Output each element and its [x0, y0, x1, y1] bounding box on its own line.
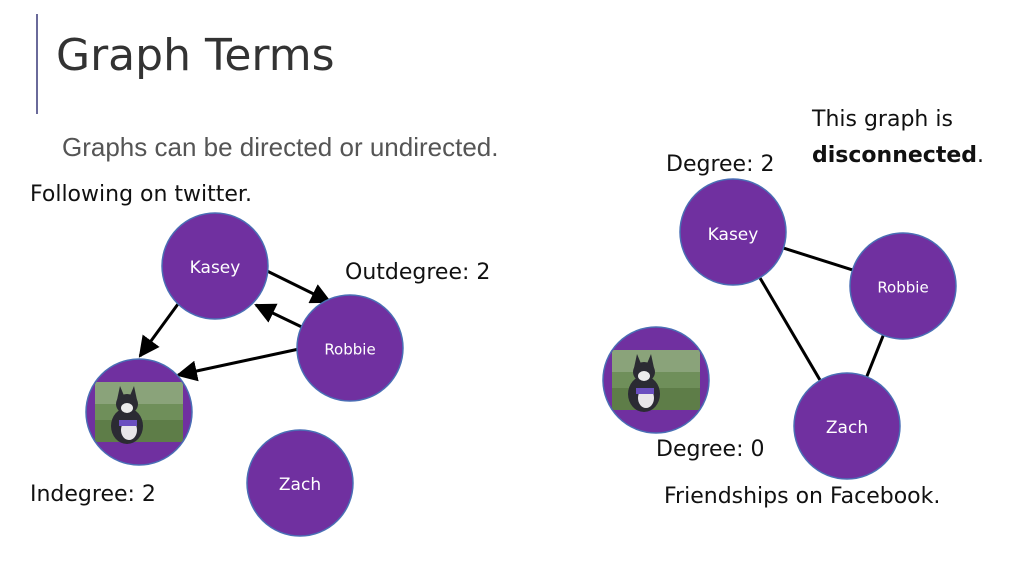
- directed-node-dog: [85, 358, 193, 466]
- directed-node-kasey-label: Kasey: [190, 258, 241, 278]
- degree-two-label: Degree: 2: [666, 152, 775, 177]
- disconnected-note-prefix: This graph is: [812, 107, 953, 132]
- undirected-node-zach-circle: [793, 372, 901, 480]
- directed-node-kasey-circle: [161, 212, 269, 320]
- undirected-edge-kasey-robbie: [783, 246, 853, 272]
- undirected-node-zach-label: Zach: [826, 418, 868, 438]
- directed-node-robbie-circle: [296, 294, 404, 402]
- slide-subtitle: Graphs can be directed or undirected.: [62, 132, 499, 162]
- directed-node-zach-circle: [246, 429, 354, 537]
- directed-edge-robbie-kasey: [254, 303, 309, 332]
- undirected-node-kasey-label: Kasey: [708, 225, 759, 245]
- undirected-husky-puppy-photo-icon: [604, 328, 708, 432]
- directed-edge-kasey-robbie: [262, 267, 332, 304]
- undirected-node-zach: Zach: [793, 372, 901, 480]
- directed-edge-robbie-dog: [175, 347, 300, 382]
- degree-zero-label: Degree: 0: [656, 437, 765, 462]
- directed-node-zach-label: Zach: [279, 475, 321, 495]
- undirected-node-robbie-circle: [849, 232, 957, 340]
- directed-husky-puppy-photo-icon: [87, 360, 191, 464]
- left-caption: Following on twitter.: [30, 182, 252, 207]
- directed-edge-kasey-dog: [138, 303, 180, 358]
- slide-title: Graph Terms: [56, 30, 335, 81]
- undirected-edge-kasey-zach: [758, 276, 822, 382]
- undirected-node-kasey-circle: [679, 178, 787, 286]
- undirected-node-robbie-label: Robbie: [877, 279, 928, 297]
- title-accent-bar: [36, 14, 38, 114]
- disconnected-note: This graph is disconnected.: [812, 102, 984, 174]
- directed-node-robbie: Robbie: [296, 294, 404, 402]
- undirected-edge-robbie-zach: [865, 334, 885, 378]
- directed-node-zach: Zach: [246, 429, 354, 537]
- undirected-node-kasey: Kasey: [679, 178, 787, 286]
- indegree-label: Indegree: 2: [30, 482, 156, 507]
- directed-node-kasey: Kasey: [161, 212, 269, 320]
- undirected-node-robbie: Robbie: [849, 232, 957, 340]
- disconnected-period: .: [977, 143, 985, 168]
- disconnected-word: disconnected: [812, 143, 978, 168]
- right-caption: Friendships on Facebook.: [664, 484, 941, 509]
- directed-node-robbie-label: Robbie: [324, 341, 375, 359]
- outdegree-label: Outdegree: 2: [345, 260, 491, 285]
- undirected-node-dog: [602, 326, 710, 434]
